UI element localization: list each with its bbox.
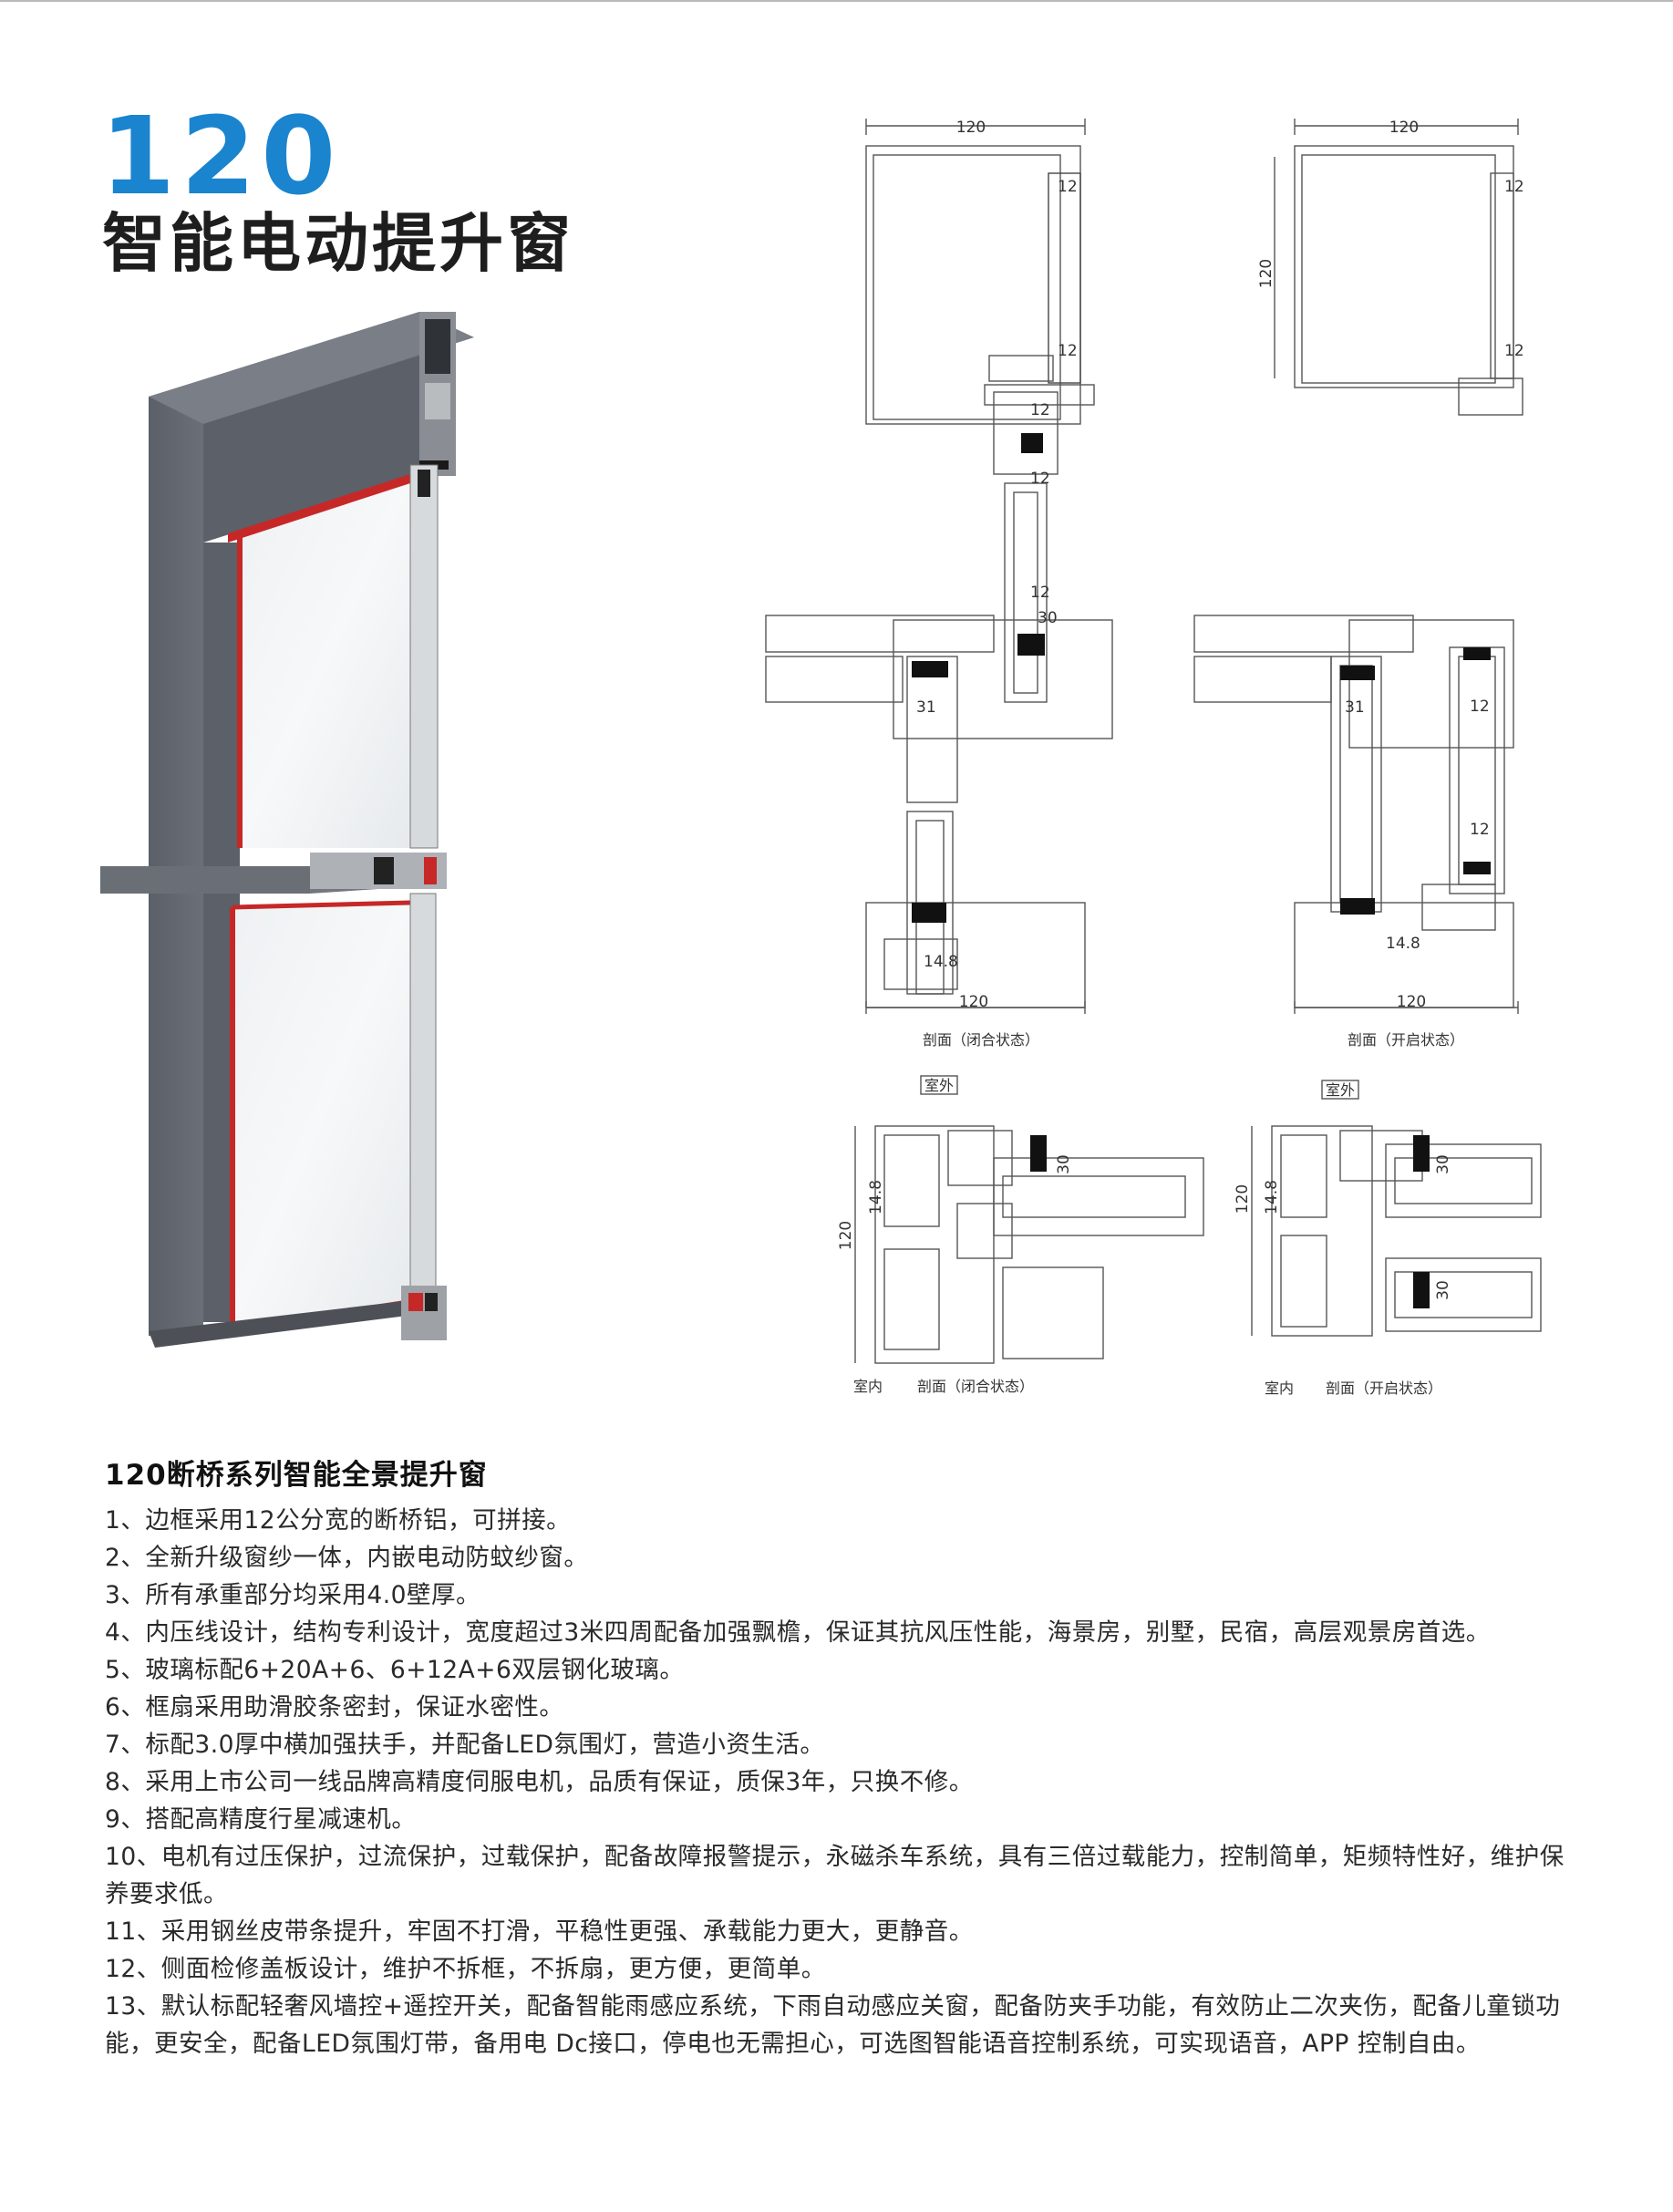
caption-open: 剖面（开启状态） <box>1348 1031 1464 1049</box>
feature-item: 1、边框采用12公分宽的断桥铝，可拼接。 <box>105 1506 572 1535</box>
model-number: 120 <box>100 93 342 219</box>
feature-list: 1、边框采用12公分宽的断桥铝，可拼接。 2、全新升级窗纱一体，内嵌电动防蚊纱窗… <box>105 1502 1582 2062</box>
feature-item: 8、采用上市公司一线品牌高精度伺服电机，品质有保证，质保3年，只换不修。 <box>105 1768 974 1796</box>
caption-closed: 剖面（闭合状态） <box>917 1378 1034 1395</box>
dim-label: 30 <box>1434 1280 1452 1300</box>
dim-label: 14.8 <box>924 953 958 971</box>
dim-label: 120 <box>1257 259 1275 288</box>
dim-label: 31 <box>916 698 936 717</box>
dim-label: 14.8 <box>1263 1180 1281 1215</box>
section-heading: 120断桥系列智能全景提升窗 <box>105 1459 488 1492</box>
feature-item: 12、侧面检修盖板设计，维护不拆框，不拆扇，更方便，更简单。 <box>105 1955 826 1983</box>
dim-label: 30 <box>1055 1154 1073 1174</box>
dim-label: 12 <box>1058 178 1078 196</box>
top-border-line <box>0 0 1673 2</box>
feature-description: 120断桥系列智能全景提升窗 1、边框采用12公分宽的断桥铝，可拼接。 2、全新… <box>105 1452 1582 2062</box>
dim-label: 120 <box>837 1221 855 1250</box>
indoor-label: 室内 <box>1265 1380 1294 1397</box>
feature-item: 9、搭配高精度行星减速机。 <box>105 1805 417 1834</box>
dim-label: 12 <box>1470 821 1490 839</box>
dim-label: 14.8 <box>1386 935 1420 953</box>
dim-label: 31 <box>1345 698 1365 717</box>
dim-label: 120 <box>1234 1184 1252 1214</box>
dim-label: 30 <box>1038 609 1058 627</box>
dim-label: 14.8 <box>867 1180 885 1215</box>
feature-item: 7、标配3.0厚中横加强扶手，并配备LED氛围灯，营造小资生活。 <box>105 1731 825 1759</box>
feature-item: 11、采用钢丝皮带条提升，牢固不打滑，平稳性更强、承载能力更大，更静音。 <box>105 1917 974 1946</box>
dim-label: 30 <box>1434 1154 1452 1174</box>
dim-label: 12 <box>1470 698 1490 716</box>
feature-item: 13、默认标配轻奢风墙控+遥控开关，配备智能雨感应系统，下雨自动感应关窗，配备防… <box>105 1992 1561 2058</box>
dim-label: 120 <box>956 119 986 137</box>
feature-item: 5、玻璃标配6+20A+6、6+12A+6双层钢化玻璃。 <box>105 1656 685 1684</box>
feature-item: 2、全新升级窗纱一体，内嵌电动防蚊纱窗。 <box>105 1544 589 1572</box>
page-title: 智能电动提升窗 <box>102 206 574 281</box>
dim-label: 12 <box>1030 401 1050 419</box>
dim-label: 120 <box>1397 993 1426 1011</box>
feature-item: 3、所有承重部分均采用4.0壁厚。 <box>105 1581 481 1609</box>
dim-label: 12 <box>1504 342 1524 360</box>
feature-item: 4、内压线设计，结构专利设计，宽度超过3米四周配备加强飘檐，保证其抗风压性能，海… <box>105 1618 1491 1647</box>
outdoor-label: 室外 <box>924 1077 954 1094</box>
feature-item: 6、框扇采用助滑胶条密封，保证水密性。 <box>105 1693 564 1721</box>
feature-item: 10、电机有过压保护，过流保护，过载保护，配备故障报警提示，永磁杀车系统，具有三… <box>105 1843 1565 1908</box>
indoor-label: 室内 <box>853 1378 883 1395</box>
dim-label: 12 <box>1030 470 1050 488</box>
dim-label: 120 <box>1389 119 1419 137</box>
window-render-illustration <box>100 312 474 1348</box>
dim-label: 12 <box>1504 178 1524 196</box>
outdoor-label: 室外 <box>1326 1081 1355 1099</box>
section-drawings: 120 12 12 12 12 12 30 31 14.8 120 120 12… <box>765 119 1542 1397</box>
dim-label: 12 <box>1030 584 1050 602</box>
caption-closed: 剖面（闭合状态） <box>923 1031 1039 1049</box>
dim-label: 12 <box>1058 342 1078 360</box>
dim-label: 120 <box>959 993 988 1011</box>
caption-open: 剖面（开启状态） <box>1326 1380 1442 1397</box>
